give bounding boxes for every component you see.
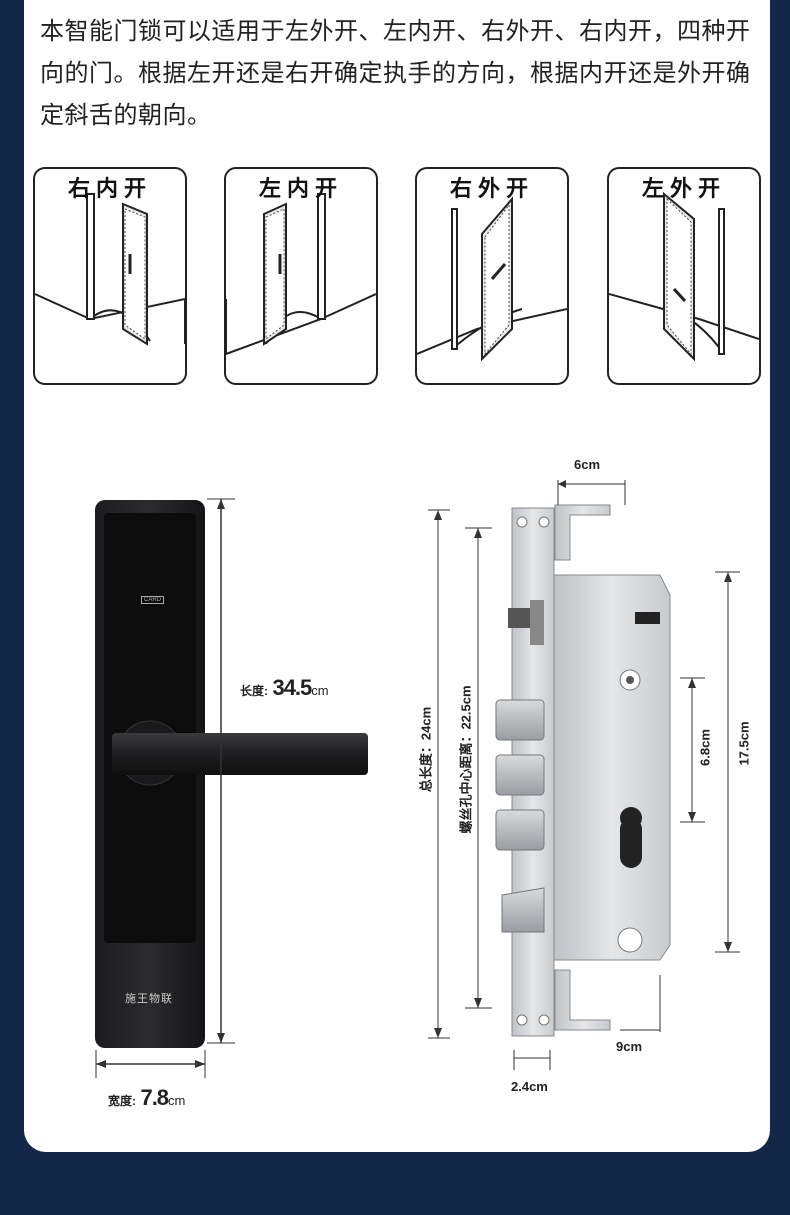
mortise-dimension-lines	[428, 480, 740, 1070]
card-reader-label: CARD	[141, 596, 165, 604]
length-unit: cm	[311, 683, 329, 698]
door-label: 右外开	[449, 177, 534, 202]
width-dimension-line	[95, 1050, 206, 1078]
length-dimension-line	[207, 498, 235, 1044]
mortise-lock-image	[495, 504, 671, 1037]
door-right-inward-drawing	[35, 193, 185, 346]
mortise-plate-width-label: 2.4cm	[511, 1079, 548, 1094]
length-label: 长度: 34.5cm	[240, 675, 329, 701]
mortise-body-length-label: 17.5cm	[736, 721, 752, 766]
intro-paragraph: 本智能门锁可以适用于左外开、左内开、右外开、右内开，四种开向的门。根据左开还是右…	[40, 17, 751, 129]
length-value: 34.5	[272, 675, 312, 700]
door-right-outward-drawing	[417, 196, 567, 362]
door-label: 左内开	[258, 177, 343, 202]
length-prefix: 长度:	[240, 684, 268, 698]
door-diagram-left-outward: 左外开	[607, 167, 761, 385]
mortise-hole-distance-label: 6.8cm	[697, 729, 713, 766]
mortise-depth-label: 9cm	[616, 1039, 643, 1054]
door-left-outward-drawing	[609, 191, 759, 362]
door-label: 左外开	[641, 177, 726, 202]
width-value: 7.8	[140, 1085, 169, 1110]
door-diagram-right-inward: 右内开	[33, 167, 187, 385]
width-unit: cm	[168, 1093, 186, 1108]
mortise-top-width-label: 6cm	[574, 457, 601, 472]
mortise-total-length-label: 总长度：24cm	[418, 706, 434, 793]
brand-logo-text: 施王物联	[125, 992, 173, 1005]
mortise-screw-distance-label: 螺丝孔中心距离：22.5cm	[458, 685, 474, 834]
width-prefix: 宽度:	[108, 1094, 136, 1108]
door-diagram-right-outward: 右外开	[415, 167, 569, 385]
width-label: 宽度: 7.8cm	[108, 1085, 185, 1111]
door-label: 右内开	[67, 177, 152, 202]
door-diagram-left-inward: 左内开	[224, 167, 378, 385]
door-left-inward-drawing	[226, 193, 376, 355]
lock-panel-image	[95, 500, 368, 1048]
